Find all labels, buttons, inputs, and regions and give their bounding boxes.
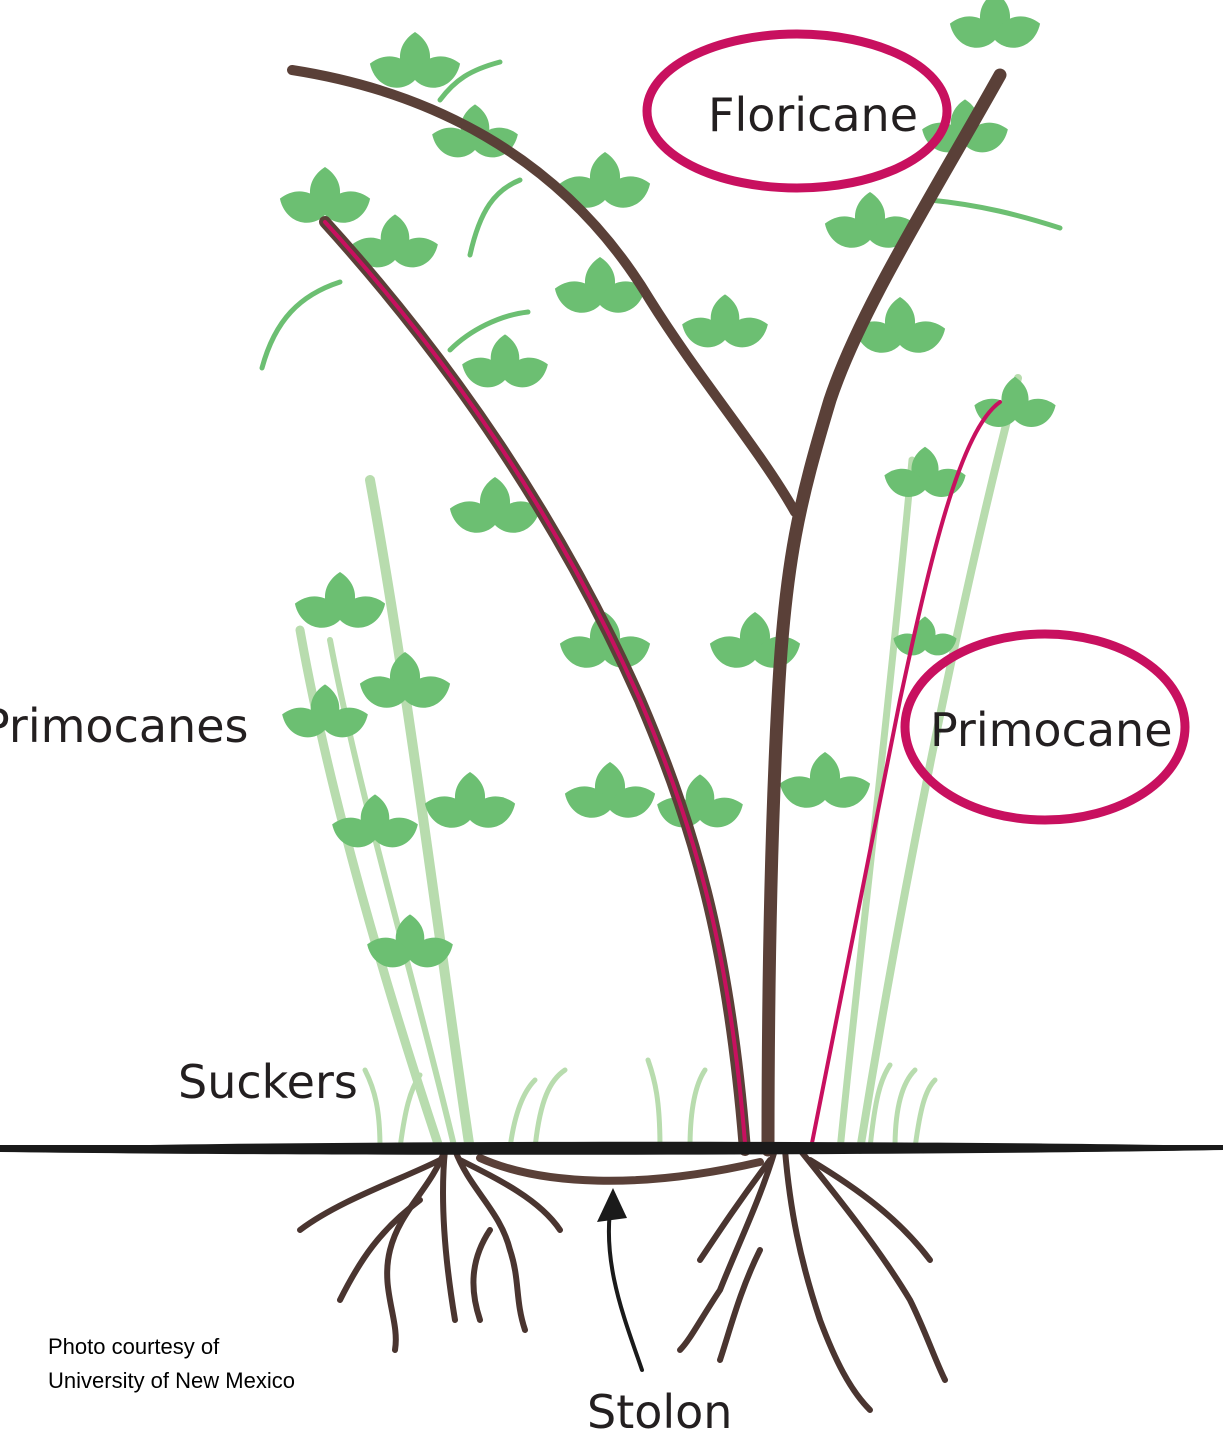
label-primocane: Primocane [930, 703, 1173, 757]
stolon-arrow [597, 1188, 642, 1370]
stolon [480, 1158, 760, 1181]
label-floricane: Floricane [708, 88, 918, 142]
label-suckers: Suckers [178, 1055, 358, 1109]
photo-credit-line-1: Photo courtesy of [48, 1330, 295, 1364]
photo-credit: Photo courtesy of University of New Mexi… [48, 1330, 295, 1398]
roots [300, 1150, 945, 1410]
label-stolon: Stolon [587, 1385, 732, 1439]
label-primocanes: Primocanes [0, 699, 248, 753]
photo-credit-line-2: University of New Mexico [48, 1364, 295, 1398]
ground-band [0, 1145, 1223, 1150]
